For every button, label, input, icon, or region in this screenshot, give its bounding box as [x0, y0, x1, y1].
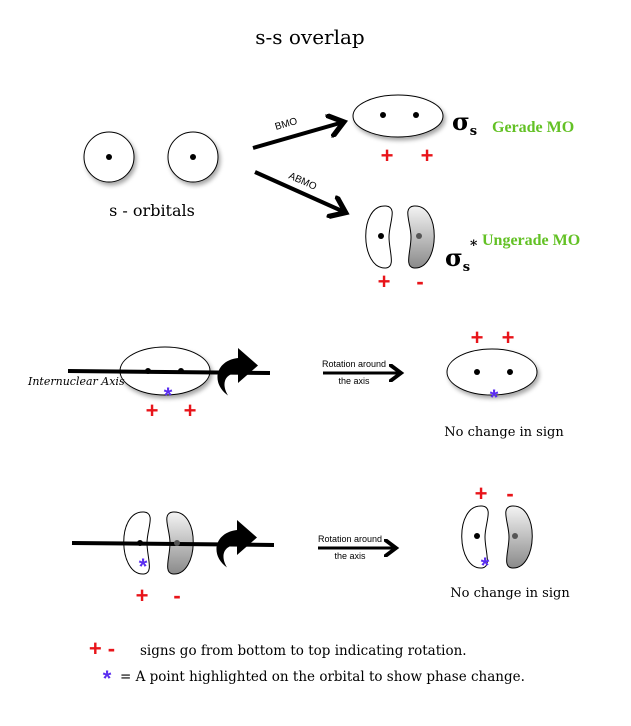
gerade-result: No change in sign	[444, 425, 564, 440]
antibonding-sign-2: -	[416, 269, 423, 294]
internuclear-axis-label: Internuclear Axis	[27, 375, 125, 388]
s-orbitals-label: s - orbitals	[109, 201, 195, 220]
sigma-s-star-label: σs	[445, 243, 470, 275]
legend-signs-text: signs go from bottom to top indicating r…	[140, 643, 467, 659]
gerade-marker-before: *	[164, 383, 173, 408]
rotation-label-2b: the axis	[334, 551, 366, 561]
bonding-mo-orbital	[352, 94, 444, 138]
gerade-after-sign-2: +	[502, 325, 515, 350]
gerade-before-sign-1: +	[146, 398, 159, 423]
gerade-label: Gerade MO	[492, 119, 574, 136]
ungerade-marker-after: *	[481, 553, 490, 578]
ungerade-before-sign-2: -	[173, 583, 180, 608]
antibonding-sign-1: +	[378, 269, 391, 294]
ungerade-rotation-after	[461, 505, 533, 569]
s-orbital-2	[167, 131, 219, 183]
rotation-label-2: Rotation around	[318, 534, 382, 544]
sigma-star-mark: *	[470, 238, 478, 254]
legend-signs: + -	[89, 636, 115, 661]
bmo-arrow	[252, 123, 340, 150]
gerade-marker-after: *	[490, 385, 499, 410]
antibonding-mo-orbital	[365, 205, 435, 269]
rotation-label-1b: the axis	[338, 376, 370, 386]
page-title: s-s overlap	[255, 25, 365, 49]
bonding-sign-2: +	[421, 143, 434, 168]
ungerade-after-sign-2: -	[506, 481, 513, 506]
ungerade-marker-before: *	[139, 554, 148, 579]
abmo-arrow	[254, 170, 342, 211]
gerade-before-sign-2: +	[184, 398, 197, 423]
ungerade-after-sign-1: +	[475, 481, 488, 506]
ungerade-label: Ungerade MO	[482, 232, 580, 249]
sigma-s-label: σs	[452, 107, 477, 139]
legend-star-text: = A point highlighted on the orbital to …	[120, 669, 525, 685]
gerade-rotation-after	[446, 348, 538, 396]
rotation-label-1: Rotation around	[322, 359, 386, 369]
bmo-label: BMO	[274, 116, 299, 133]
legend-star: *	[103, 666, 112, 691]
s-orbital-1	[83, 131, 135, 183]
ungerade-before-sign-1: +	[136, 583, 149, 608]
ungerade-result: No change in sign	[450, 586, 570, 601]
gerade-after-sign-1: +	[471, 325, 484, 350]
bonding-sign-1: +	[381, 143, 394, 168]
